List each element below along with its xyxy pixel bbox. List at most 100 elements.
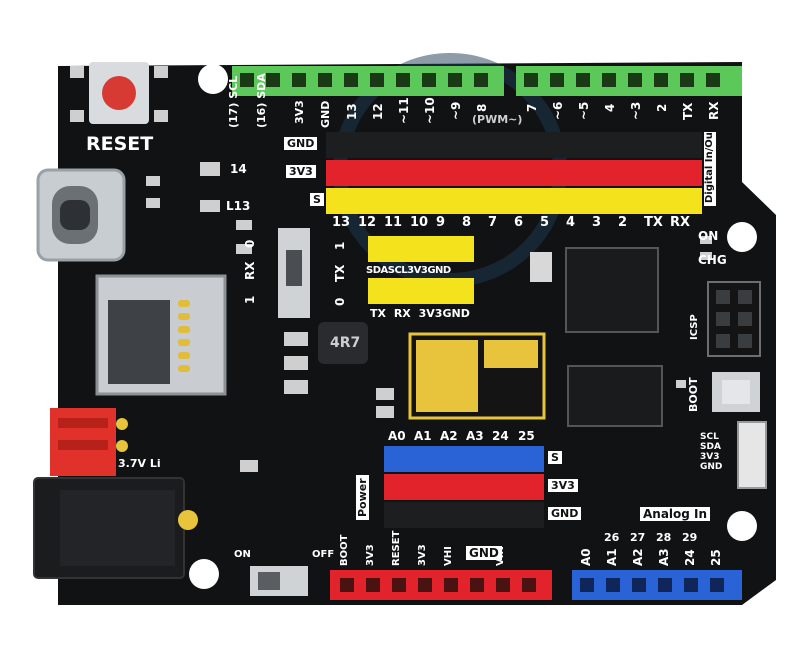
analog-pin-number: 26 bbox=[604, 531, 620, 544]
pin-label: TX bbox=[370, 307, 386, 320]
pin-label: RX bbox=[393, 307, 411, 320]
uart-pin-header bbox=[368, 278, 474, 304]
pin-label: GND bbox=[442, 307, 470, 320]
power-tag: Power bbox=[356, 475, 369, 520]
i2c-header-labels: SDASCL3V3GND bbox=[366, 266, 451, 276]
uart-right-label: TX bbox=[333, 264, 347, 282]
pin-label: 4 bbox=[603, 103, 617, 112]
uart-left-label: RX bbox=[243, 261, 257, 281]
analog-pin-label: A0 bbox=[579, 548, 593, 566]
uart-right-label: 1 bbox=[333, 241, 347, 250]
analog-gnd-row bbox=[384, 502, 544, 528]
pin-label: 3V3 bbox=[407, 265, 428, 276]
pin-label: (17) SCL bbox=[227, 75, 240, 128]
mounting-hole bbox=[727, 511, 757, 541]
pin-label: 7 bbox=[525, 103, 539, 112]
gnd-row-tag: GND bbox=[284, 137, 318, 150]
crystal bbox=[530, 252, 552, 282]
pin-label: RX bbox=[707, 101, 721, 121]
switch-off-label: OFF bbox=[312, 549, 335, 560]
reset-button-cap[interactable] bbox=[102, 76, 136, 110]
icsp-header bbox=[707, 281, 761, 357]
switch-on-label: ON bbox=[234, 549, 251, 560]
reset-label: RESET bbox=[86, 133, 154, 155]
power-gnd-tag: GND bbox=[466, 546, 502, 560]
analog-pin-label: 24 bbox=[683, 549, 697, 566]
power-pin-label: BOOT bbox=[339, 534, 350, 566]
pin-label: TX bbox=[681, 102, 695, 120]
analog-pin-label: A2 bbox=[440, 429, 458, 443]
power-header bbox=[330, 570, 552, 600]
analog-3v3-row bbox=[384, 474, 544, 500]
pin-label: 3V3 bbox=[293, 100, 306, 124]
battery-label: 3.7V Li bbox=[118, 457, 161, 470]
analog-signal-row bbox=[384, 446, 544, 472]
analog-pin-number: 27 bbox=[630, 531, 646, 544]
pin-label: GND bbox=[319, 100, 332, 128]
esp32-chip bbox=[565, 247, 659, 333]
analog-pin-label: 25 bbox=[518, 429, 535, 443]
pin-label: ~9 bbox=[449, 101, 463, 120]
flash-chip bbox=[567, 365, 663, 427]
digital-pin-number: 13 bbox=[332, 215, 351, 230]
analog-pin-label: 25 bbox=[709, 549, 723, 566]
analog-pin-number: 28 bbox=[656, 531, 672, 544]
pin-label: ~5 bbox=[577, 101, 591, 120]
gnd-pin-row bbox=[326, 132, 702, 158]
i2c-connector bbox=[737, 421, 767, 489]
pin-label: 3V3 bbox=[700, 452, 720, 462]
chg-led-label: CHG bbox=[698, 253, 727, 267]
pin-label: SCL bbox=[387, 265, 408, 276]
inductor-label: 4R7 bbox=[330, 335, 361, 351]
digital-pin-number: 3 bbox=[592, 215, 602, 230]
analog-pin-label: A2 bbox=[631, 548, 645, 566]
digital-pin-number: 12 bbox=[358, 215, 377, 230]
led-14-label: 14 bbox=[230, 162, 247, 176]
digital-pin-number: 10 bbox=[410, 215, 429, 230]
uart-right-label: 0 bbox=[333, 297, 347, 306]
analog-pin-label: A3 bbox=[466, 429, 484, 443]
led-l13-label: L13 bbox=[226, 199, 251, 213]
mounting-hole bbox=[727, 222, 757, 252]
pin-label: ~11 bbox=[397, 97, 411, 124]
pin-label: ~6 bbox=[551, 101, 565, 120]
analog-in-tag: Analog In bbox=[640, 507, 711, 521]
analog-pin-number: 29 bbox=[682, 531, 698, 544]
uart-header-labels: TX RX 3V3GND bbox=[370, 308, 470, 319]
pin-label: SDA bbox=[366, 265, 388, 276]
v33-pin-row bbox=[326, 160, 702, 186]
pin-label: 13 bbox=[345, 103, 359, 120]
analog-pin-label: A1 bbox=[414, 429, 432, 443]
pin-label: (16) SDA bbox=[255, 73, 268, 128]
boot-label: BOOT bbox=[687, 377, 700, 412]
digital-pin-number: RX bbox=[670, 215, 691, 230]
digital-pin-number: 2 bbox=[618, 215, 628, 230]
analog-pin-label: A1 bbox=[605, 548, 619, 566]
v33-row-tag: 3V3 bbox=[286, 165, 316, 178]
pwm-label: (PWM~) bbox=[472, 113, 523, 126]
digital-tag: Digital In/Out bbox=[704, 127, 716, 206]
pin-label: 12 bbox=[371, 103, 385, 120]
analog-s-tag: S bbox=[548, 451, 562, 464]
digital-pin-number: 6 bbox=[514, 215, 524, 230]
analog-3v3-tag: 3V3 bbox=[548, 479, 578, 492]
pin-label: SCL bbox=[700, 432, 719, 442]
digital-pin-number: 8 bbox=[462, 215, 472, 230]
analog-pin-label: A3 bbox=[657, 548, 671, 566]
i2c-connector-labels: SCL SDA 3V3 GND bbox=[700, 432, 722, 472]
pin-label: 2 bbox=[655, 103, 669, 112]
analog-pin-label: A0 bbox=[388, 429, 406, 443]
digital-pin-number: 11 bbox=[384, 215, 403, 230]
power-pin-label: VHI bbox=[443, 546, 454, 566]
inductor bbox=[318, 322, 368, 364]
s-row-tag: S bbox=[310, 193, 324, 206]
mounting-hole bbox=[198, 64, 228, 94]
mounting-hole bbox=[189, 559, 219, 589]
power-pin-label: RESET bbox=[391, 530, 402, 566]
digital-pin-number: 7 bbox=[488, 215, 498, 230]
digital-pin-number: 9 bbox=[436, 215, 446, 230]
analog-gnd-tag: GND bbox=[548, 507, 582, 520]
uart-left-label: 1 bbox=[243, 295, 257, 304]
